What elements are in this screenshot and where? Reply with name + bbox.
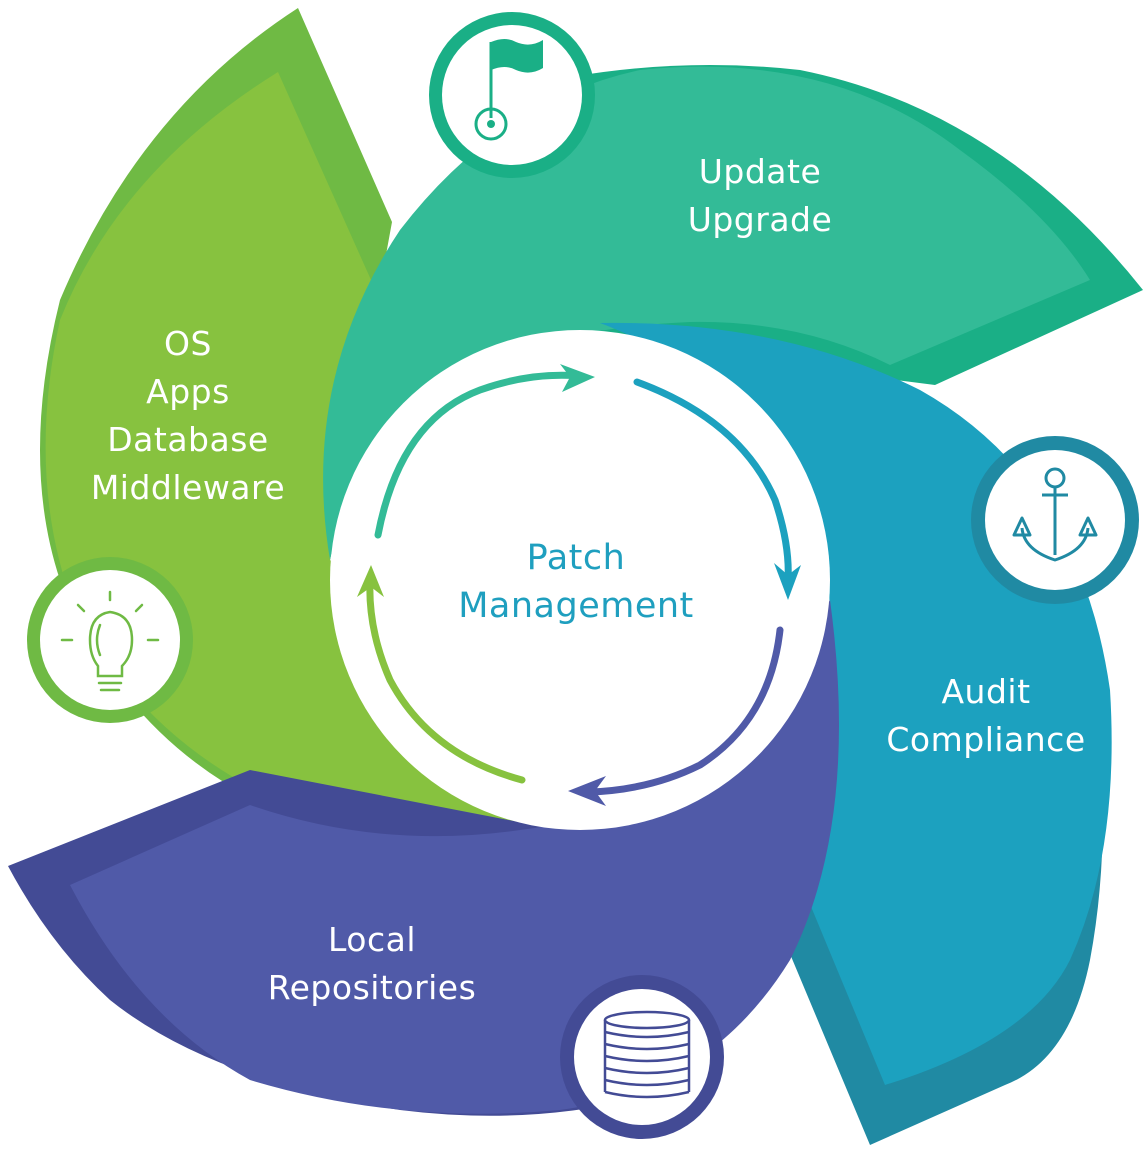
arrowhead-lime <box>357 565 384 597</box>
arrow-green <box>374 371 584 539</box>
center-title: Patch Management <box>420 534 732 630</box>
center-title-line-2: Management <box>458 586 694 626</box>
label-sources-line-2: Apps <box>146 372 230 411</box>
arrow-teal <box>633 378 792 584</box>
arrow-lime <box>366 576 526 784</box>
lightbulb-icon-badge <box>27 557 193 723</box>
label-audit-line-1: Audit <box>941 672 1031 711</box>
label-audit: Audit Compliance <box>848 668 1124 764</box>
label-sources-line-4: Middleware <box>90 468 286 507</box>
label-sources-line-3: Database <box>107 420 269 459</box>
database-icon-badge <box>560 975 724 1139</box>
arrowhead-indigo <box>568 776 606 806</box>
arrowhead-green <box>560 364 595 392</box>
label-update-line-2: Upgrade <box>687 200 833 239</box>
database-icon <box>603 1010 691 1099</box>
label-audit-line-2: Compliance <box>886 720 1086 759</box>
arrowhead-teal <box>774 563 801 600</box>
lightbulb-icon <box>60 590 160 692</box>
segment-update-face <box>323 66 1091 561</box>
label-sources: OS Apps Database Middleware <box>48 320 328 512</box>
label-repos-line-2: Repositories <box>267 968 477 1007</box>
center-title-line-1: Patch <box>526 538 626 578</box>
arrow-indigo <box>586 626 784 796</box>
center-circle <box>330 330 830 830</box>
segment-update <box>323 65 1143 561</box>
flag-icon <box>474 39 543 141</box>
anchor-icon-badge <box>971 436 1139 604</box>
anchor-icon <box>1012 467 1098 562</box>
label-sources-line-1: OS <box>164 324 212 363</box>
label-repos: Local Repositories <box>222 916 522 1012</box>
label-repos-line-1: Local <box>327 920 417 959</box>
cycle-arrows <box>357 364 801 806</box>
label-update: Update Upgrade <box>640 148 880 244</box>
flag-icon-badge <box>429 12 595 178</box>
label-update-line-1: Update <box>698 152 822 191</box>
